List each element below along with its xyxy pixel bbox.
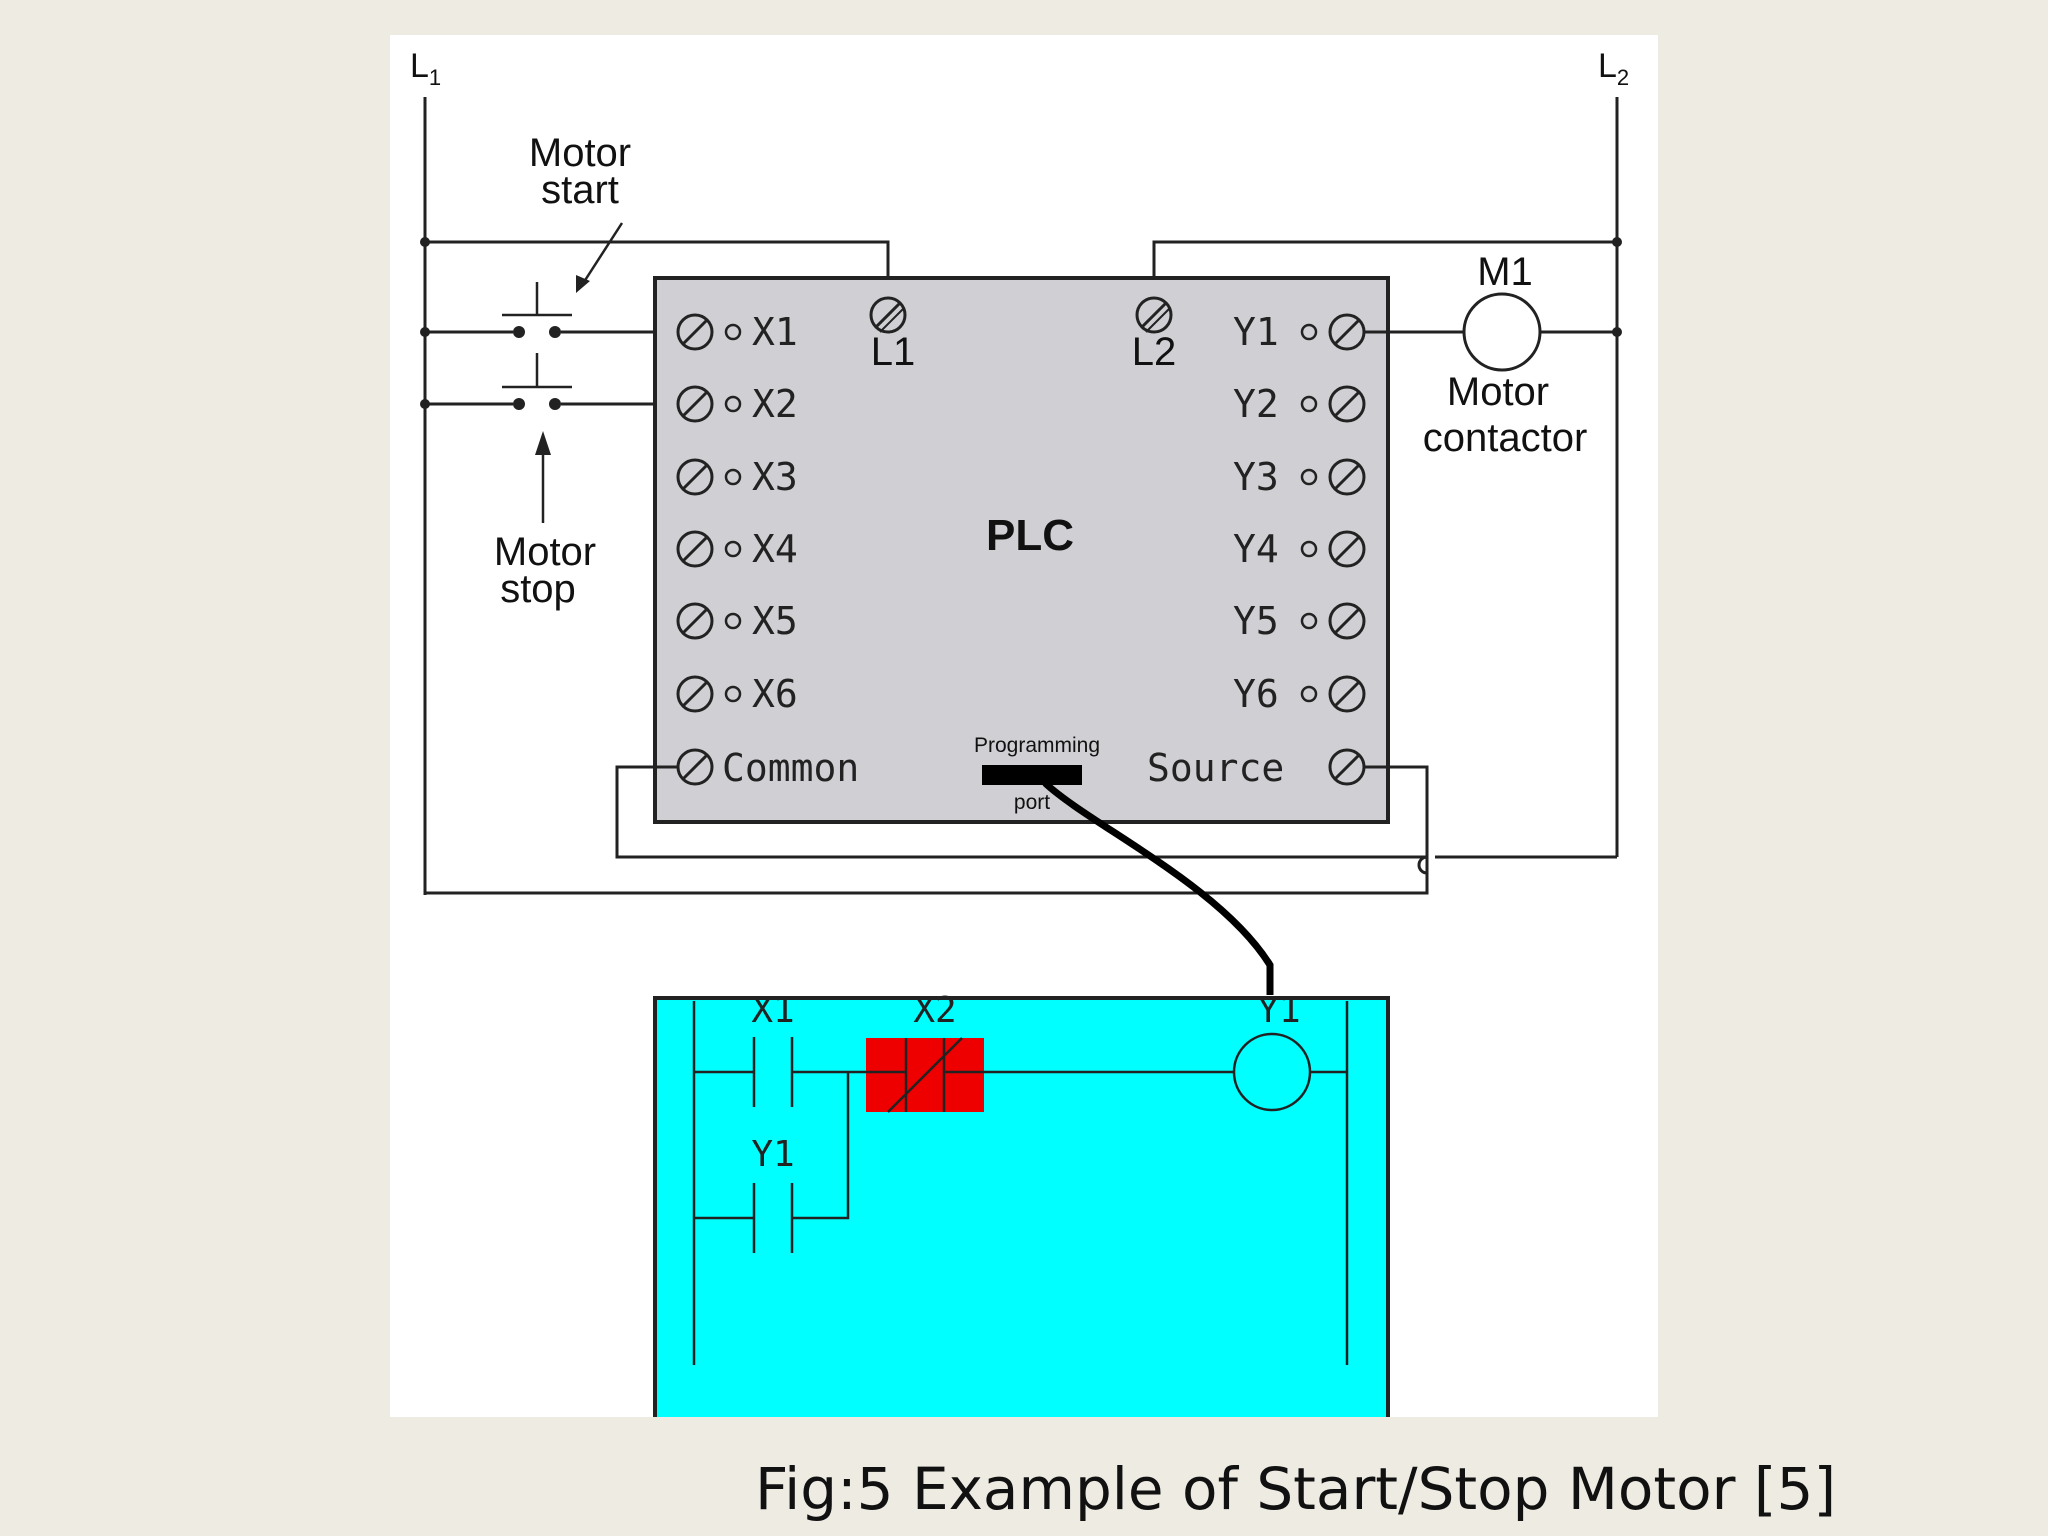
input-label-x4: X4 (752, 527, 798, 571)
ladder-contact-x2: X2 (866, 990, 984, 1113)
input-label-x5: X5 (752, 599, 798, 643)
programming-cable (1042, 780, 1274, 995)
ladder-contact-y1: Y1 (751, 1134, 795, 1253)
common-label: Common (722, 746, 859, 790)
output-terminal-y2: Y2 (1233, 382, 1366, 426)
plc-terminal-l1: L1 (869, 296, 916, 374)
input-terminal-x6: X6 (676, 672, 798, 716)
input-terminal-x2: X2 (676, 382, 798, 426)
output-terminal-y3: Y3 (1233, 455, 1366, 499)
programming-port-label-bottom: port (1014, 791, 1050, 814)
programming-port: Programming port (974, 734, 1100, 814)
ladder-screen: X1 X2 Y1 Y1 (653, 990, 1390, 1417)
motor-start-label-1: Motor (529, 131, 631, 175)
motor-stop-pushbutton (502, 353, 572, 410)
plc-l1-label: L1 (871, 330, 916, 374)
ladder-x1-label: X1 (751, 990, 794, 1031)
motor-stop-label-2: stop (500, 567, 576, 611)
input-terminal-x1: X1 (676, 310, 798, 354)
rail-l2: L2 (1598, 47, 1629, 857)
ladder-y1-contact-label: Y1 (751, 1134, 794, 1175)
output-label-y6: Y6 (1233, 672, 1279, 716)
rail-l2-label: L (1598, 47, 1617, 85)
output-terminal-y4: Y4 (1233, 527, 1366, 571)
motor-contactor-label-2: contactor (1423, 416, 1588, 460)
input-terminal-x4: X4 (676, 527, 798, 571)
ladder-coil-y1-label: Y1 (1257, 990, 1300, 1031)
plc-l2-label: L2 (1132, 330, 1177, 374)
motor-start-arrow (580, 222, 624, 286)
motor-start-label-2: start (541, 168, 619, 212)
motor-contactor-label-1: Motor (1447, 370, 1549, 414)
common-terminal: Common (676, 746, 859, 790)
output-label-y3: Y3 (1233, 455, 1279, 499)
output-terminal-y6: Y6 (1233, 672, 1366, 716)
programming-port-label-top: Programming (974, 734, 1100, 757)
ladder-contact-x1: X1 (751, 990, 795, 1107)
source-label: Source (1147, 746, 1284, 790)
motor-start-pushbutton (502, 282, 572, 338)
input-terminal-x3: X3 (676, 455, 798, 499)
motor-stop-label-1: Motor (494, 530, 596, 574)
output-label-y2: Y2 (1233, 382, 1279, 426)
ladder-x2-label: X2 (913, 990, 956, 1031)
rail-l2-label-subscript: 2 (1617, 65, 1629, 90)
input-terminal-x5: X5 (676, 599, 798, 643)
figure-caption: Fig:5 Example of Start/Stop Motor [5] (755, 1455, 1837, 1523)
input-label-x6: X6 (752, 672, 798, 716)
rail-l1-label-subscript: 1 (429, 65, 441, 90)
plc-terminal-l2: L2 (1132, 296, 1177, 374)
input-label-x1: X1 (752, 310, 798, 354)
output-terminal-y5: Y5 (1233, 599, 1366, 643)
motor-contactor-coil (1462, 292, 1542, 372)
rail-l1: L1 (410, 47, 441, 895)
plc-unit: PLC (653, 276, 1390, 824)
svg-text:L2: L2 (1598, 47, 1629, 90)
output-label-y5: Y5 (1233, 599, 1279, 643)
output-label-y1: Y1 (1233, 310, 1279, 354)
plc-title: PLC (986, 511, 1074, 560)
rail-l1-label: L (410, 47, 429, 85)
m1-label: M1 (1477, 250, 1533, 294)
plc-wiring-diagram: L1 L2 Motor start Motor stop PLC (390, 35, 1658, 1417)
svg-text:L1: L1 (410, 47, 441, 90)
output-label-y4: Y4 (1233, 527, 1279, 571)
input-label-x2: X2 (752, 382, 798, 426)
input-label-x3: X3 (752, 455, 798, 499)
